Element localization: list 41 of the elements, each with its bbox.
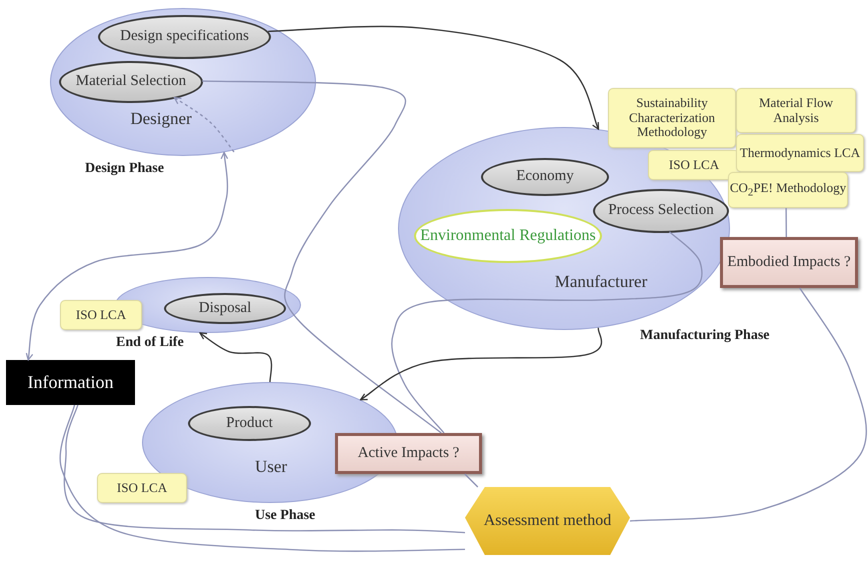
node-label: Manufacturer [554,272,648,292]
node-label: Economy [516,168,574,186]
node-label: User [254,457,288,477]
topic-ellipse [164,293,286,324]
node-label: Product [226,414,273,432]
node-label: Material Flow Analysis [758,96,834,126]
node-label: Disposal [198,300,252,318]
connector-arrow [360,328,602,400]
connector-arrow [25,152,228,361]
method-box [608,88,736,148]
node-label: Sustainability Characterization Methodology [628,96,716,140]
method-box [728,172,848,208]
impact-box [335,433,482,474]
node-label: ISO LCA [76,308,126,322]
connector-arrow [268,26,600,130]
node-label: Thermodynamics LCA [740,146,860,160]
method-box [736,134,864,172]
node-label: CO$_{2}$PE! Methodology [730,180,846,200]
method-box [60,300,142,330]
method-box [736,88,856,133]
node-label: Assessment method [484,512,612,530]
node-label: Environmental Regulations [420,226,596,246]
connector-arrow [174,96,235,152]
phase-label: End of Life [116,335,184,351]
node-label: Embodied Impacts ? [727,254,851,272]
node-label: Process Selection [608,202,714,220]
connector-arrow [199,332,272,382]
node-label: Designer [129,109,193,129]
node-label: Active Impacts ? [358,444,460,462]
node-label: ISO LCA [668,158,720,172]
phase-label: Design Phase [85,161,164,177]
phase-label: Manufacturing Phase [640,328,770,344]
information-box [6,360,135,405]
node-label: Design specifications [120,28,249,46]
method-box [97,473,187,503]
impact-box [720,237,858,288]
node-label: Material Selection [76,73,186,91]
node-label: Information [28,372,114,393]
method-box [648,150,740,180]
phase-label: Use Phase [255,508,316,524]
node-label: ISO LCA [116,480,168,496]
